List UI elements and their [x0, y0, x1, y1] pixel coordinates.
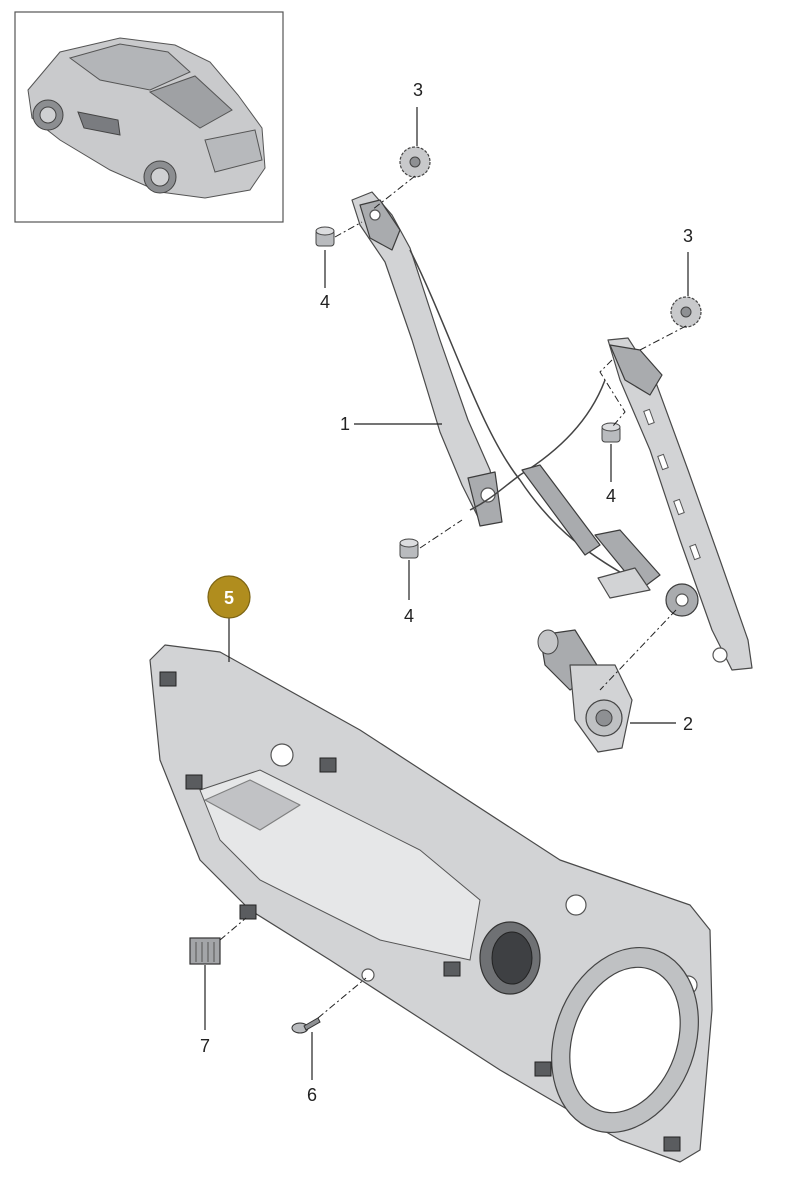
callout-5: 5 — [224, 588, 234, 608]
callout-4-upper: 4 — [320, 292, 330, 312]
callout-2: 2 — [683, 714, 693, 734]
callout-4-right: 4 — [606, 486, 616, 506]
assembly-lines — [219, 175, 687, 1019]
window-regulator — [351, 191, 753, 671]
nut-lower — [399, 538, 419, 559]
callout-1: 1 — [340, 414, 350, 434]
panel-screw — [291, 1017, 321, 1034]
car-thumbnail-icon — [27, 37, 266, 199]
nut-right — [601, 422, 621, 443]
callout-7: 7 — [200, 1036, 210, 1056]
callout-6: 6 — [307, 1085, 317, 1105]
vehicle-thumbnail — [14, 11, 284, 223]
callout-3-right: 3 — [683, 226, 693, 246]
sprocket-upper — [399, 146, 431, 178]
sprocket-right — [670, 296, 702, 328]
panel-clip — [189, 937, 221, 965]
leader-lines — [204, 107, 689, 1080]
door-inner-panel — [149, 644, 713, 1163]
callout-3-upper: 3 — [413, 80, 423, 100]
window-motor — [537, 629, 633, 753]
callout-4-lower: 4 — [404, 606, 414, 626]
callout-5-badge: 5 — [207, 575, 251, 619]
nut-upper — [315, 226, 335, 247]
